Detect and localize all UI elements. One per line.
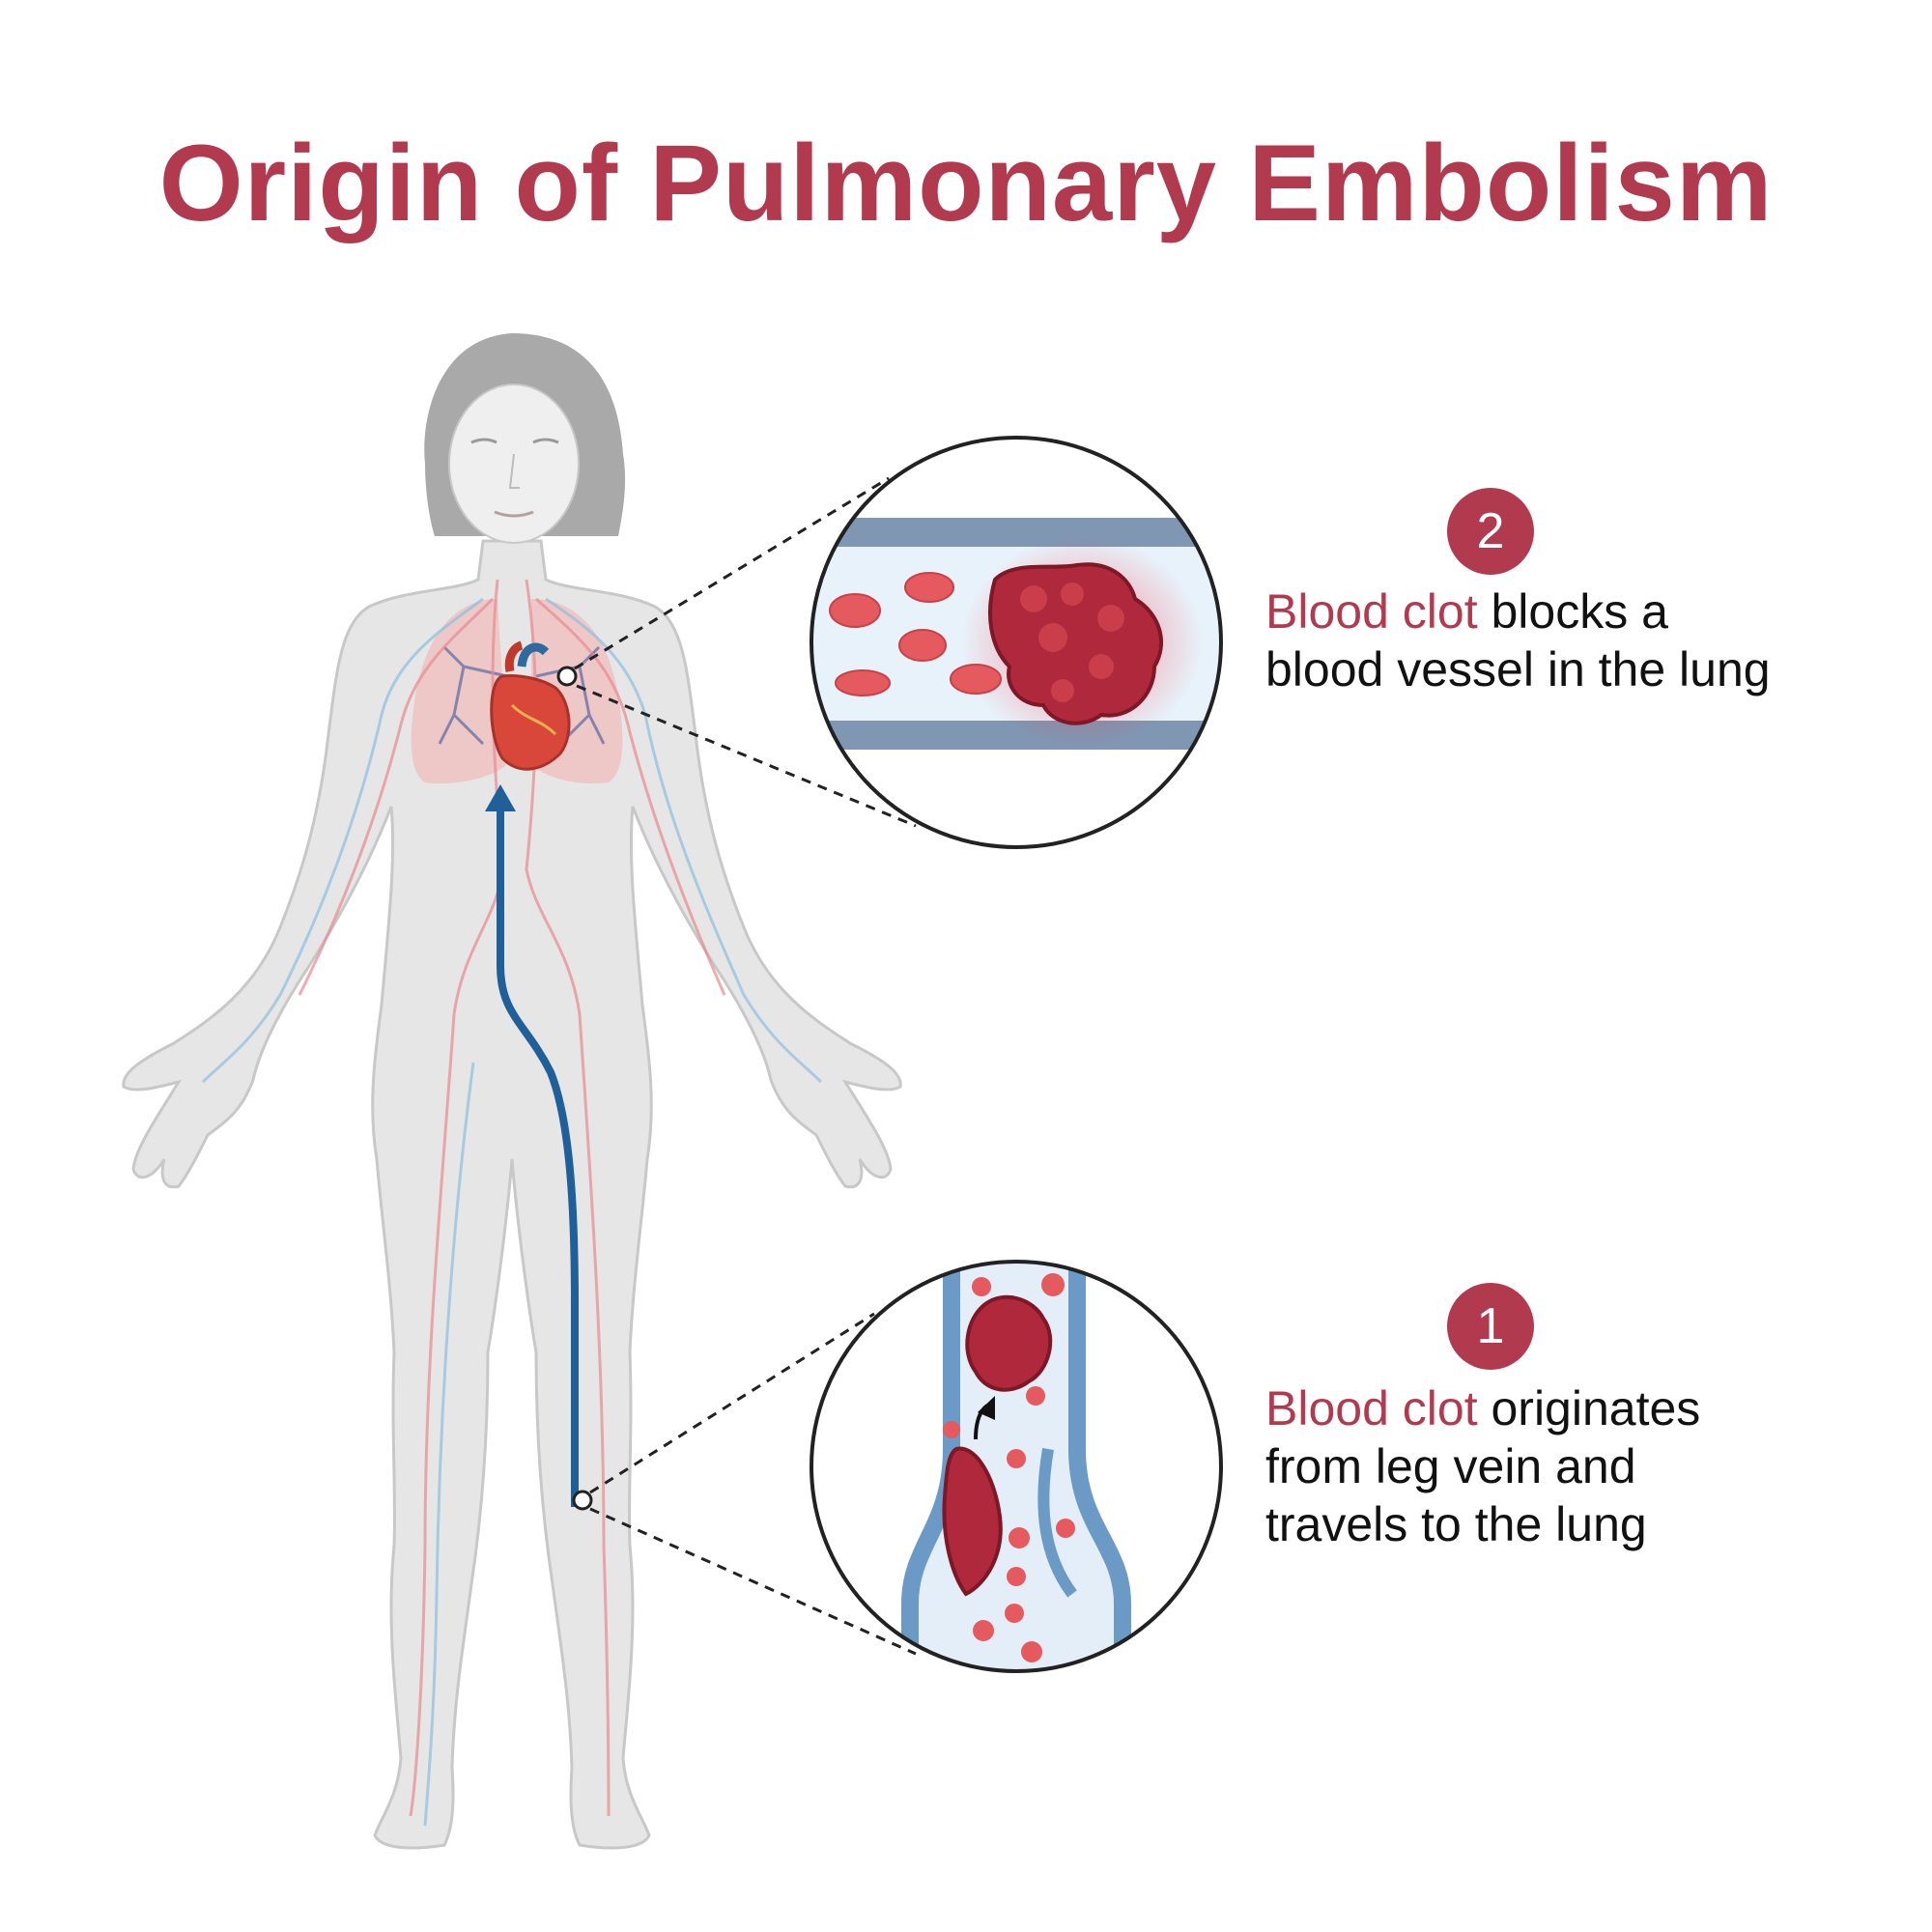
diagram-title: Origin of Pulmonary Embolism [158, 123, 1774, 243]
leg-vein-zoom [810, 1260, 1223, 1673]
clot-travel-path [497, 792, 579, 1507]
line-text: blocks a [1477, 584, 1668, 639]
step-2-badge: 2 [1447, 488, 1534, 575]
lung-vessel-zoom [810, 436, 1223, 849]
highlight-term: Blood clot [1265, 1381, 1478, 1435]
lung-marker [556, 666, 578, 687]
body-silhouette [122, 539, 902, 1850]
red-blood-cells [943, 1273, 1075, 1662]
step-1-line-2: from leg vein and [1265, 1439, 1636, 1493]
step-number: 2 [1476, 503, 1505, 559]
heart [490, 674, 571, 771]
step-1-description: Blood clot originates from leg vein and … [1265, 1379, 1884, 1553]
step-1-line-3: travels to the lung [1265, 1497, 1647, 1551]
step-2-line-2: blood vessel in the lung [1265, 642, 1771, 696]
step-number: 1 [1476, 1298, 1505, 1354]
attached-clot [942, 1446, 1003, 1597]
arrow-up-icon [978, 1396, 995, 1420]
arrow-up-icon [485, 784, 516, 811]
step-1-line-1: Blood clot originates [1265, 1379, 1884, 1437]
highlight-term: Blood clot [1265, 584, 1478, 639]
step-2-line-1: Blood clot blocks a [1265, 582, 1884, 640]
line-text: originates [1477, 1381, 1701, 1435]
step-2-description: Blood clot blocks a blood vessel in the … [1265, 582, 1884, 698]
face [448, 384, 580, 544]
red-blood-cells [829, 572, 1002, 696]
leader-lines [574, 476, 917, 1656]
travelling-clot [965, 1294, 1053, 1392]
leg-marker [572, 1490, 593, 1511]
step-1-badge: 1 [1447, 1283, 1534, 1370]
human-figure [122, 333, 902, 1850]
